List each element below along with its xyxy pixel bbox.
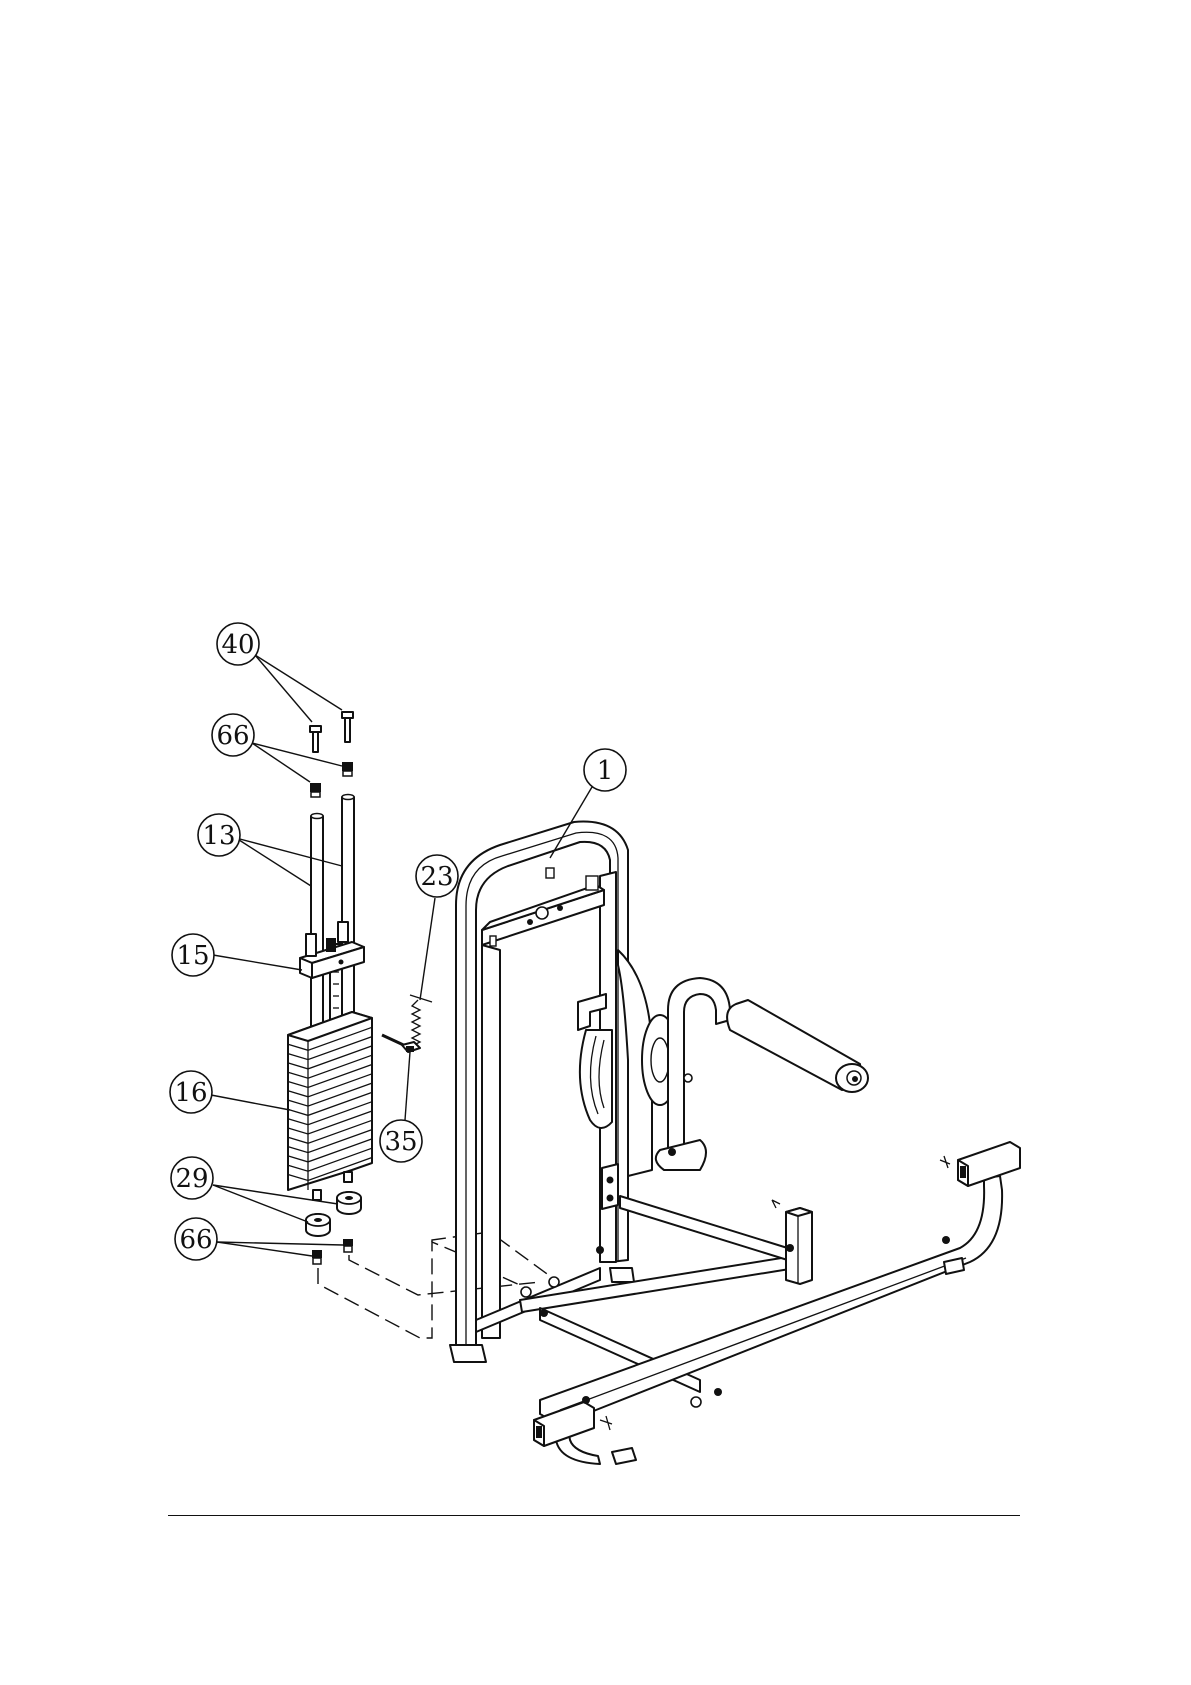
callout-23: 23 (416, 855, 458, 1000)
nut-bottom-left (312, 1250, 322, 1264)
footer-rule (168, 1515, 1020, 1516)
grommet-left (306, 1214, 330, 1236)
callout-40: 40 (217, 623, 342, 722)
leg-pad-assembly (656, 978, 868, 1170)
callout-1-label: 1 (597, 756, 614, 786)
bolt-right (342, 712, 353, 742)
callout-66-top-label: 66 (216, 721, 249, 751)
weight-stack-assembly (288, 712, 372, 1264)
bolt-left (310, 726, 321, 752)
guide-rod-right (342, 795, 354, 1042)
callout-29-label: 29 (175, 1164, 208, 1194)
weight-plate-stack (288, 1012, 372, 1190)
callout-23-label: 23 (420, 862, 453, 892)
callout-35: 35 (380, 1052, 422, 1162)
nut-top-left (310, 783, 321, 797)
guide-rod-left (311, 814, 323, 1042)
callout-16-label: 16 (174, 1078, 207, 1108)
callout-66-bottom-label: 66 (179, 1225, 212, 1255)
callout-35-label: 35 (384, 1127, 417, 1157)
grommet-right (337, 1192, 361, 1214)
selector-spring (410, 995, 432, 1046)
callout-66-top: 66 (212, 714, 342, 782)
callout-13-label: 13 (202, 821, 235, 851)
callout-16: 16 (170, 1071, 290, 1113)
main-frame (450, 822, 796, 1392)
callout-40-label: 40 (221, 630, 254, 660)
assembly-guide-lines (318, 1232, 558, 1338)
callout-15-label: 15 (176, 941, 209, 971)
nut-bottom-right (343, 1239, 353, 1252)
callout-15: 15 (172, 934, 302, 976)
nut-top-right (342, 762, 353, 776)
